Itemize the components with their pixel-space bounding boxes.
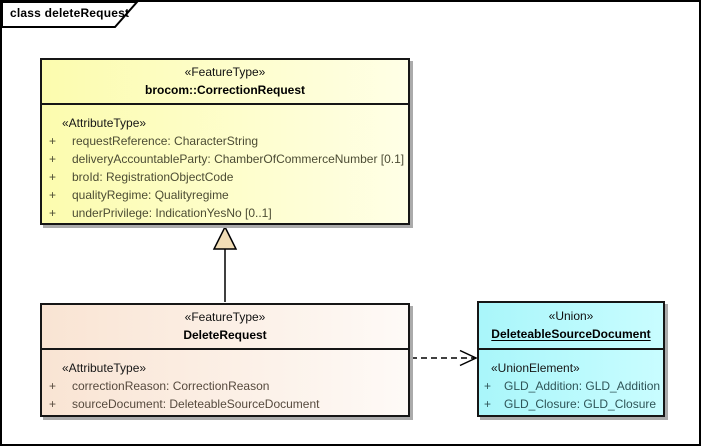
class-name: DeleteableSourceDocument xyxy=(491,327,651,341)
attribute-row: + GLD_Closure: GLD_Closure xyxy=(479,395,663,413)
attribute-text: deliveryAccountableParty: ChamberOfComme… xyxy=(72,152,405,166)
visibility-plus: + xyxy=(49,134,57,148)
attribute-text: GLD_Addition: GLD_Addition xyxy=(504,379,661,393)
class-header: «FeatureType» brocom::CorrectionRequest xyxy=(42,60,408,105)
class-stereotype: «Union» xyxy=(548,309,594,323)
visibility-plus: + xyxy=(49,397,57,411)
attributes-compartment: «UnionElement» + GLD_Addition: GLD_Addit… xyxy=(479,350,663,413)
class-name: DeleteRequest xyxy=(183,328,267,342)
frame-label: class deleteRequest xyxy=(10,6,130,20)
attribute-row: + requestReference: CharacterString xyxy=(42,132,408,150)
attribute-text: underPrivilege: IndicationYesNo [0..1] xyxy=(72,206,272,220)
visibility-plus: + xyxy=(49,206,57,220)
attribute-text: requestReference: CharacterString xyxy=(72,134,259,148)
attribute-row: + broId: RegistrationObjectCode xyxy=(42,168,408,186)
attribute-row: + qualityRegime: Qualityregime xyxy=(42,186,408,204)
visibility-plus: + xyxy=(484,379,492,393)
class-box-deleteable-source-document[interactable]: «Union» DeleteableSourceDocument «UnionE… xyxy=(477,301,665,417)
class-stereotype: «FeatureType» xyxy=(184,310,266,324)
visibility-plus: + xyxy=(49,152,57,166)
attributes-compartment: «AttributeType» + requestReference: Char… xyxy=(42,105,408,222)
class-box-delete-request[interactable]: «FeatureType» DeleteRequest «AttributeTy… xyxy=(40,303,410,417)
attribute-row: + correctionReason: CorrectionReason xyxy=(42,377,408,395)
class-stereotype: «FeatureType» xyxy=(184,65,266,79)
class-box-correction-request[interactable]: «FeatureType» brocom::CorrectionRequest … xyxy=(40,58,410,225)
class-name: brocom::CorrectionRequest xyxy=(144,83,305,97)
attribute-row: + deliveryAccountableParty: ChamberOfCom… xyxy=(42,150,408,168)
attribute-text: qualityRegime: Qualityregime xyxy=(72,188,229,202)
visibility-plus: + xyxy=(484,397,492,411)
attribute-text: correctionReason: CorrectionReason xyxy=(72,379,270,393)
attributes-stereotype: «UnionElement» xyxy=(491,361,580,375)
attribute-row: + sourceDocument: DeleteableSourceDocume… xyxy=(42,395,408,413)
attribute-text: sourceDocument: DeleteableSourceDocument xyxy=(72,397,320,411)
attribute-text: broId: RegistrationObjectCode xyxy=(72,170,234,184)
attributes-stereotype: «AttributeType» xyxy=(62,361,147,375)
visibility-plus: + xyxy=(49,188,57,202)
class-header: «FeatureType» DeleteRequest xyxy=(42,305,408,350)
attribute-row: + underPrivilege: IndicationYesNo [0..1] xyxy=(42,204,408,222)
attribute-text: GLD_Closure: GLD_Closure xyxy=(504,397,657,411)
attributes-compartment: «AttributeType» + correctionReason: Corr… xyxy=(42,350,408,413)
attributes-stereotype: «AttributeType» xyxy=(62,116,147,130)
visibility-plus: + xyxy=(49,170,57,184)
attribute-row: + GLD_Addition: GLD_Addition xyxy=(479,377,663,395)
class-header: «Union» DeleteableSourceDocument xyxy=(479,303,663,350)
visibility-plus: + xyxy=(49,379,57,393)
